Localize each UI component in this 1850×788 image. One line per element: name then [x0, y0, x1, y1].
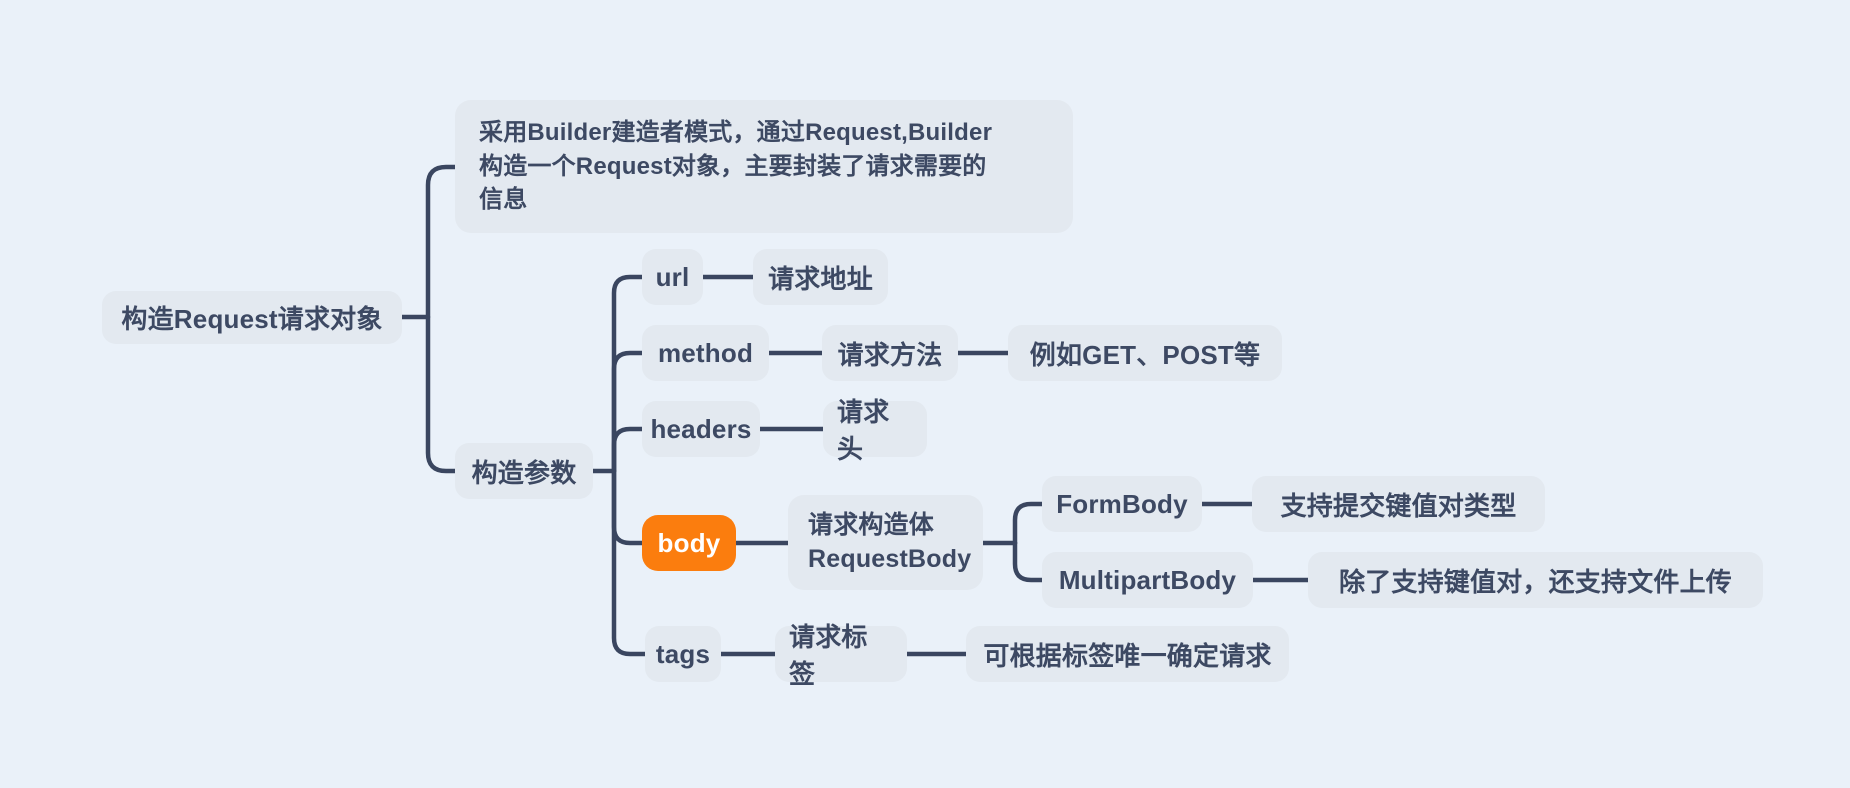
node-params[interactable]: 构造参数 — [455, 443, 593, 499]
node-builder-note[interactable]: 采用Builder建造者模式，通过Request,Builder 构造一个Req… — [455, 100, 1073, 233]
node-tags-note[interactable]: 可根据标签唯一确定请求 — [966, 626, 1289, 682]
node-requestbody[interactable]: 请求构造体 RequestBody — [788, 495, 983, 590]
node-tags-desc[interactable]: 请求标签 — [775, 622, 907, 689]
node-url-desc[interactable]: 请求地址 — [753, 249, 888, 305]
node-root[interactable]: 构造Request请求对象 — [102, 291, 402, 344]
node-headers[interactable]: headers — [642, 401, 760, 457]
node-url[interactable]: url — [642, 249, 703, 305]
node-headers-desc[interactable]: 请求头 — [823, 397, 927, 464]
node-multipartbody[interactable]: MultipartBody — [1042, 552, 1253, 608]
node-tags[interactable]: tags — [645, 626, 721, 682]
node-multipartbody-desc[interactable]: 除了支持键值对，还支持文件上传 — [1308, 552, 1763, 608]
node-method-example[interactable]: 例如GET、POST等 — [1008, 325, 1282, 381]
node-body[interactable]: body — [642, 515, 736, 571]
node-method-desc[interactable]: 请求方法 — [822, 325, 958, 381]
node-formbody-desc[interactable]: 支持提交键值对类型 — [1252, 476, 1545, 532]
node-method[interactable]: method — [642, 325, 769, 381]
node-formbody[interactable]: FormBody — [1042, 476, 1202, 532]
